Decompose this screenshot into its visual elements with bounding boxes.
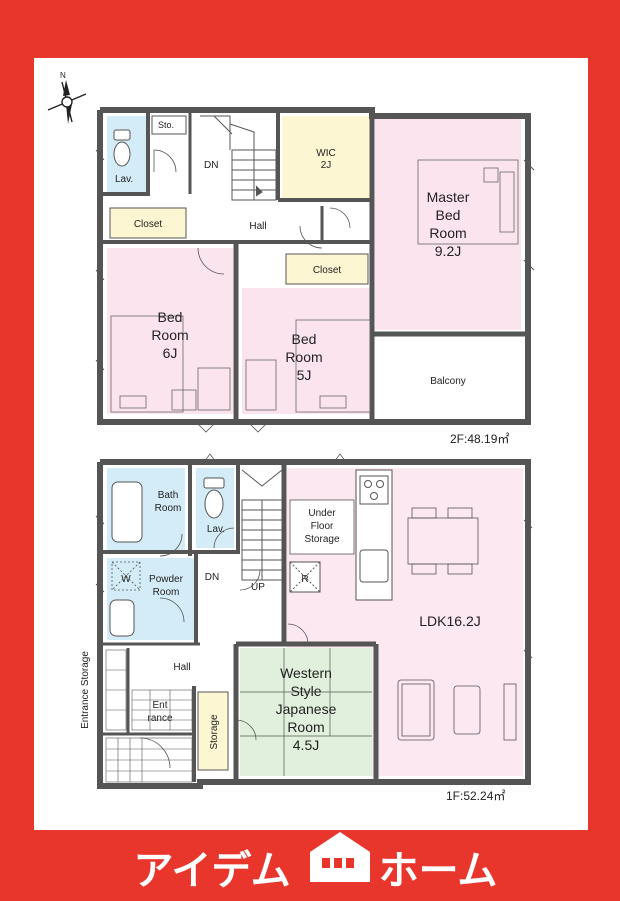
1f-sink-icon [109, 599, 135, 637]
2f-toilet-icon [113, 129, 131, 167]
1f-western-room-area [240, 648, 372, 776]
1f-area-label: 1F:52.24㎡ [446, 789, 505, 803]
2f-bed6-label-2: Room [151, 327, 188, 343]
1f-storage-box [197, 691, 229, 771]
1f-entrance-tiles [105, 649, 193, 783]
2f-staircase [200, 115, 277, 201]
brand-text-part2: ホーム [379, 849, 498, 893]
2f-balcony-label: Balcony [430, 376, 466, 387]
1f-washer-icon [111, 561, 141, 591]
2f-master-bedroom-area [375, 116, 521, 330]
compass-icon: N [47, 71, 87, 124]
compass-north-label: N [60, 71, 66, 80]
1f-kitchen-counter [355, 469, 393, 601]
2f-hall-label: Hall [249, 221, 266, 232]
2f-closet-left-label: Closet [134, 219, 163, 230]
2f-bedroom-5j-area [242, 288, 372, 414]
1f-up-label: UP [251, 582, 265, 593]
1f-western-label-1: Western [280, 665, 332, 681]
2f-master-label-1: Master [427, 189, 470, 205]
2f-bedroom-6j-area [107, 248, 233, 414]
1f-entrance-storage-label: Entrance Storage [80, 651, 91, 729]
1f-powder-label-2: Room [153, 587, 180, 598]
2f-storage-box [151, 115, 187, 135]
1f-w-label: W [121, 574, 131, 585]
floor-2-plan: Lav. Sto. DN WIC 2J Hall Closet Closet M… [95, 107, 535, 446]
1f-hall-label: Hall [173, 662, 190, 673]
1f-powder-label-1: Powder [149, 574, 184, 585]
1f-western-label-2: Style [290, 683, 321, 699]
1f-dining-table-icon [407, 507, 479, 575]
2f-bed5-label-1: Bed [292, 331, 317, 347]
1f-tatami-grid [240, 648, 372, 776]
1f-down-label: DN [205, 572, 219, 583]
1f-ldk-label: LDK16.2J [419, 613, 480, 629]
1f-sofa-icon [397, 679, 517, 741]
1f-under-label-2: Floor [311, 521, 334, 532]
1f-entrance-label-1: Ent [152, 700, 167, 711]
2f-closet-left [109, 207, 187, 239]
1f-under-label-1: Under [308, 508, 336, 519]
1f-staircase [241, 469, 283, 581]
1f-underfloor-storage-box [289, 499, 355, 555]
1f-entrance-label-2: rance [147, 713, 172, 724]
1f-bath-label-1: Bath [158, 490, 179, 501]
2f-master-bed-icon [417, 159, 519, 245]
house-logo-icon [310, 832, 370, 882]
2f-area-label: 2F:48.19㎡ [450, 432, 509, 446]
1f-western-label-3: Japanese [276, 701, 337, 717]
1f-floor-storage-hatch [289, 561, 321, 593]
2f-master-label-2: Bed [436, 207, 461, 223]
2f-bed5-label-2: Room [285, 349, 322, 365]
2f-down-label: DN [204, 160, 218, 171]
2f-wic-area [282, 116, 370, 200]
1f-r-label: R [301, 574, 308, 585]
2f-bed6-size: 6J [163, 345, 178, 361]
2f-master-size: 9.2J [435, 243, 461, 259]
2f-master-label-3: Room [429, 225, 466, 241]
2f-lav-label: Lav. [115, 174, 133, 185]
1f-lav-label: Lav. [207, 524, 225, 535]
2f-bed5-size: 5J [297, 367, 312, 383]
2f-closet-center-label: Closet [313, 265, 342, 276]
1f-bathtub-icon [111, 481, 143, 543]
brand-logo: アイデム ホーム [133, 832, 497, 893]
brand-text-part1: アイデム [133, 848, 290, 893]
floor-1-plan: Bath Room Lav. Under Floor Storage R W P… [80, 453, 533, 803]
2f-wic-size: 2J [321, 160, 332, 171]
1f-storage-label: Storage [209, 714, 220, 749]
1f-bath-label-2: Room [155, 503, 182, 514]
1f-western-label-4: Room [287, 719, 324, 735]
2f-storage-label: Sto. [158, 120, 174, 130]
1f-under-label-3: Storage [304, 534, 339, 545]
2f-bed-5j-icon [295, 319, 371, 413]
2f-closet-center [285, 253, 369, 285]
1f-western-size: 4.5J [293, 737, 319, 753]
2f-wic-label: WIC [316, 148, 335, 159]
2f-bed6-label-1: Bed [158, 309, 183, 325]
1f-toilet-icon [203, 477, 225, 489]
2f-bed-6j-icon [110, 315, 184, 413]
